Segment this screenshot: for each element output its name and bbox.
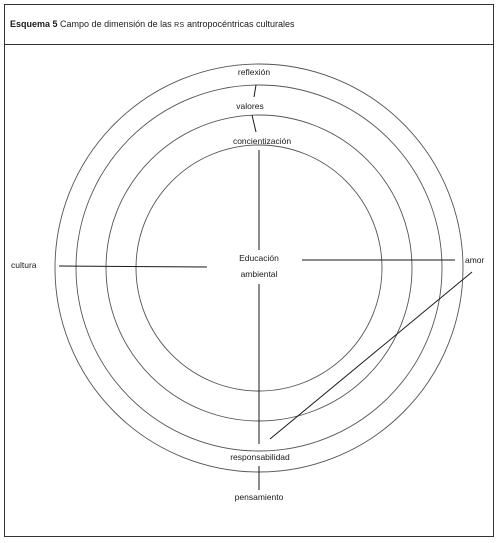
center-label-line2: ambiental	[241, 269, 278, 279]
figure-frame: Esquema 5 Campo de dimensión de las RS a…	[4, 4, 494, 537]
label-valores: valores	[236, 101, 263, 111]
caption-title-after: antropocéntricas culturales	[184, 19, 295, 29]
label-reflexion: reflexión	[238, 67, 270, 77]
label-cultura: cultura	[11, 260, 37, 270]
amor-diagonal-line	[269, 271, 473, 440]
center-label-line1: Educación	[239, 253, 279, 263]
valores-concientizacion-connector	[251, 114, 257, 133]
label-responsabilidad: responsabilidad	[230, 452, 290, 462]
figure-caption: Esquema 5 Campo de dimensión de las RS a…	[5, 5, 493, 45]
reflexion-valores-connector	[253, 84, 257, 98]
caption-title-abbrev: RS	[174, 22, 185, 29]
label-amor: amor	[465, 255, 485, 265]
second-ring	[75, 84, 443, 452]
caption-title-before: Campo de dimensión de las	[60, 19, 175, 29]
cultura-axis-line	[58, 265, 208, 268]
label-concientizacion: concientización	[233, 136, 291, 146]
caption-label: Esquema 5	[10, 19, 58, 29]
label-pensamiento: pensamiento	[235, 492, 284, 502]
